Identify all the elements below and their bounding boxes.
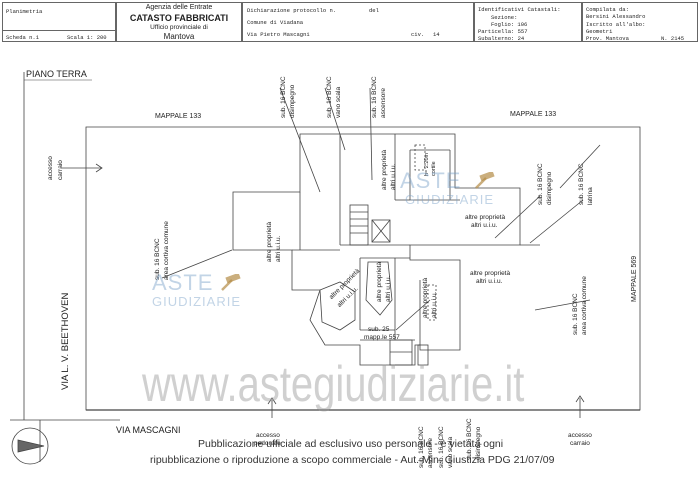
notice-line-2: ripubblicazione o riproduzione a scopo c… <box>150 454 555 466</box>
profession: Geometri <box>586 28 613 35</box>
sub25-mappale: mapp.le 557 <box>364 334 400 341</box>
sub16-area-right-2: area cortiva comune <box>581 276 588 335</box>
accesso-carraio-left-1: accesso <box>47 156 54 180</box>
north-compass <box>11 427 49 465</box>
register-number: N. 2145 <box>661 35 685 42</box>
mappale-133-left: MAPPALE 133 <box>155 113 202 120</box>
identifiers-title: Identificativi Catastali: <box>478 6 561 13</box>
declaration-cell: Dichiarazione protocollo n. del Comune d… <box>242 2 474 42</box>
compiler-name: Bersini Alessandro <box>586 13 646 20</box>
building-outline <box>232 133 521 366</box>
protocol-date-label: del <box>369 7 379 14</box>
registered-label: Iscritto all'albo: <box>586 21 646 28</box>
agency-name: Agenzia delle Entrate <box>145 4 213 11</box>
civ-number: 14 <box>433 31 440 38</box>
octagonal-room <box>319 281 356 331</box>
mappale-569: MAPPALE 569 <box>631 255 638 302</box>
sub16-disimpegno-right-1: sub. 16 BCNC <box>537 163 544 205</box>
aste-watermark-2: ASTE <box>152 270 214 295</box>
altre-proprieta-5b: altri u.i.u. <box>385 275 392 302</box>
altre-proprieta-4b: altri u.i.u. <box>476 278 503 285</box>
altre-proprieta-6a: altre proprietà <box>422 277 429 318</box>
lower-elevator <box>389 339 413 366</box>
site-watermark: www.astegiudiziarie.it <box>142 356 525 412</box>
particella: Particella: 557 <box>478 28 528 35</box>
altre-proprieta-2b: altri u.i.u. <box>390 163 397 190</box>
altre-proprieta-1b: altri u.i.u. <box>275 235 282 262</box>
cell-divider <box>3 30 115 31</box>
giudiziarie-watermark-1: GIUDIZIARIE <box>405 192 495 207</box>
sub16-ascensore-top-1: sub. 16 BCNC <box>371 76 378 118</box>
accesso-carraio-right-2: carraio <box>570 440 590 447</box>
altre-proprieta-1a: altre proprietà <box>266 221 273 262</box>
giudiziarie-watermark-2: GIUDIZIARIE <box>152 294 242 309</box>
compiled-by: Compilata da: <box>586 6 629 13</box>
sub25-label: sub. 25 <box>368 326 390 333</box>
stair-well <box>349 204 369 246</box>
civ-label: civ. <box>411 31 425 38</box>
identifiers-cell: Identificativi Catastali: Sezione: Fogli… <box>474 2 582 42</box>
aste-watermark-1: ASTE <box>400 168 462 193</box>
accesso-pedonale-2: pedonale <box>254 440 281 447</box>
plan-info-cell: Planimetria Scheda n.1 Scala 1: 200 <box>2 2 116 42</box>
sub16-area-right-1: sub. 16 BCNC <box>572 293 579 335</box>
floor-title: PIANO TERRA <box>26 69 87 79</box>
altre-proprieta-3a: altre proprietà <box>465 214 506 221</box>
altre-proprieta-2a: altre proprietà <box>381 149 388 190</box>
gavel-icon <box>475 172 495 189</box>
sub16-disimpegno-right-2: disimpegno <box>546 171 553 205</box>
province: Prov. Mantova <box>586 35 629 42</box>
sub16-vano-scala-1: sub. 16 BCNC <box>326 76 333 118</box>
accesso-carraio-left-2: carraio <box>57 160 64 180</box>
sub16-latrina-2: latrina <box>587 187 594 205</box>
plan-scale: Scala 1: 200 <box>67 34 107 41</box>
office-name: Ufficio provinciale di <box>150 24 208 31</box>
gavel-icon <box>221 274 241 291</box>
altre-proprieta-3b: altri u.i.u. <box>471 222 498 229</box>
altre-proprieta-4a: altre proprietà <box>470 270 511 277</box>
elevator-shaft <box>371 219 391 243</box>
sub16-latrina-1: sub. 16 BCNC <box>578 163 585 205</box>
notice-line-1: Pubblicazione ufficiale ad esclusivo uso… <box>198 438 504 450</box>
accesso-carraio-right-1: accesso <box>568 432 592 439</box>
agency-cell: Agenzia delle Entrate CATASTO FABBRICATI… <box>116 2 242 42</box>
mappale-133-right: MAPPALE 133 <box>510 111 557 118</box>
sheet-number: Scheda n.1 <box>6 34 40 41</box>
altre-proprieta-5a: altre proprietà <box>376 261 383 302</box>
register-name: CATASTO FABBRICATI <box>129 13 229 23</box>
cadastral-header: Planimetria Scheda n.1 Scala 1: 200 Agen… <box>0 0 700 44</box>
altre-proprieta-6b: altri u.i.u. <box>431 291 438 318</box>
office-city: Mantova <box>163 32 195 41</box>
comune: Comune di Viadana <box>247 19 304 26</box>
sezione: Sezione: <box>491 14 518 21</box>
via-mascagni: VIA MASCAGNI <box>116 425 181 435</box>
address: Via Pietro Mascagni <box>247 31 310 38</box>
accesso-pedonale-1: accesso <box>256 432 280 439</box>
foglio: Foglio: 106 <box>491 21 528 28</box>
protocol-label: Dichiarazione protocollo n. <box>247 7 337 14</box>
via-beethoven: VIA L. V. BEETHOVEN <box>60 292 71 390</box>
sub16-disimpegno-top-2: disimpegno <box>289 84 296 118</box>
sub16-disimpegno-top-1: sub. 16 BCNC <box>280 76 287 118</box>
subalterno: Subalterno: 24 <box>478 35 525 42</box>
sub16-ascensore-top-2: ascensore <box>380 88 387 118</box>
octagonal-room <box>365 261 393 316</box>
sub16-vano-scala-2: vano scala <box>335 86 342 118</box>
plan-type: Planimetria <box>6 8 43 15</box>
compiler-cell: Compilata da: Bersini Alessandro Iscritt… <box>582 2 698 42</box>
